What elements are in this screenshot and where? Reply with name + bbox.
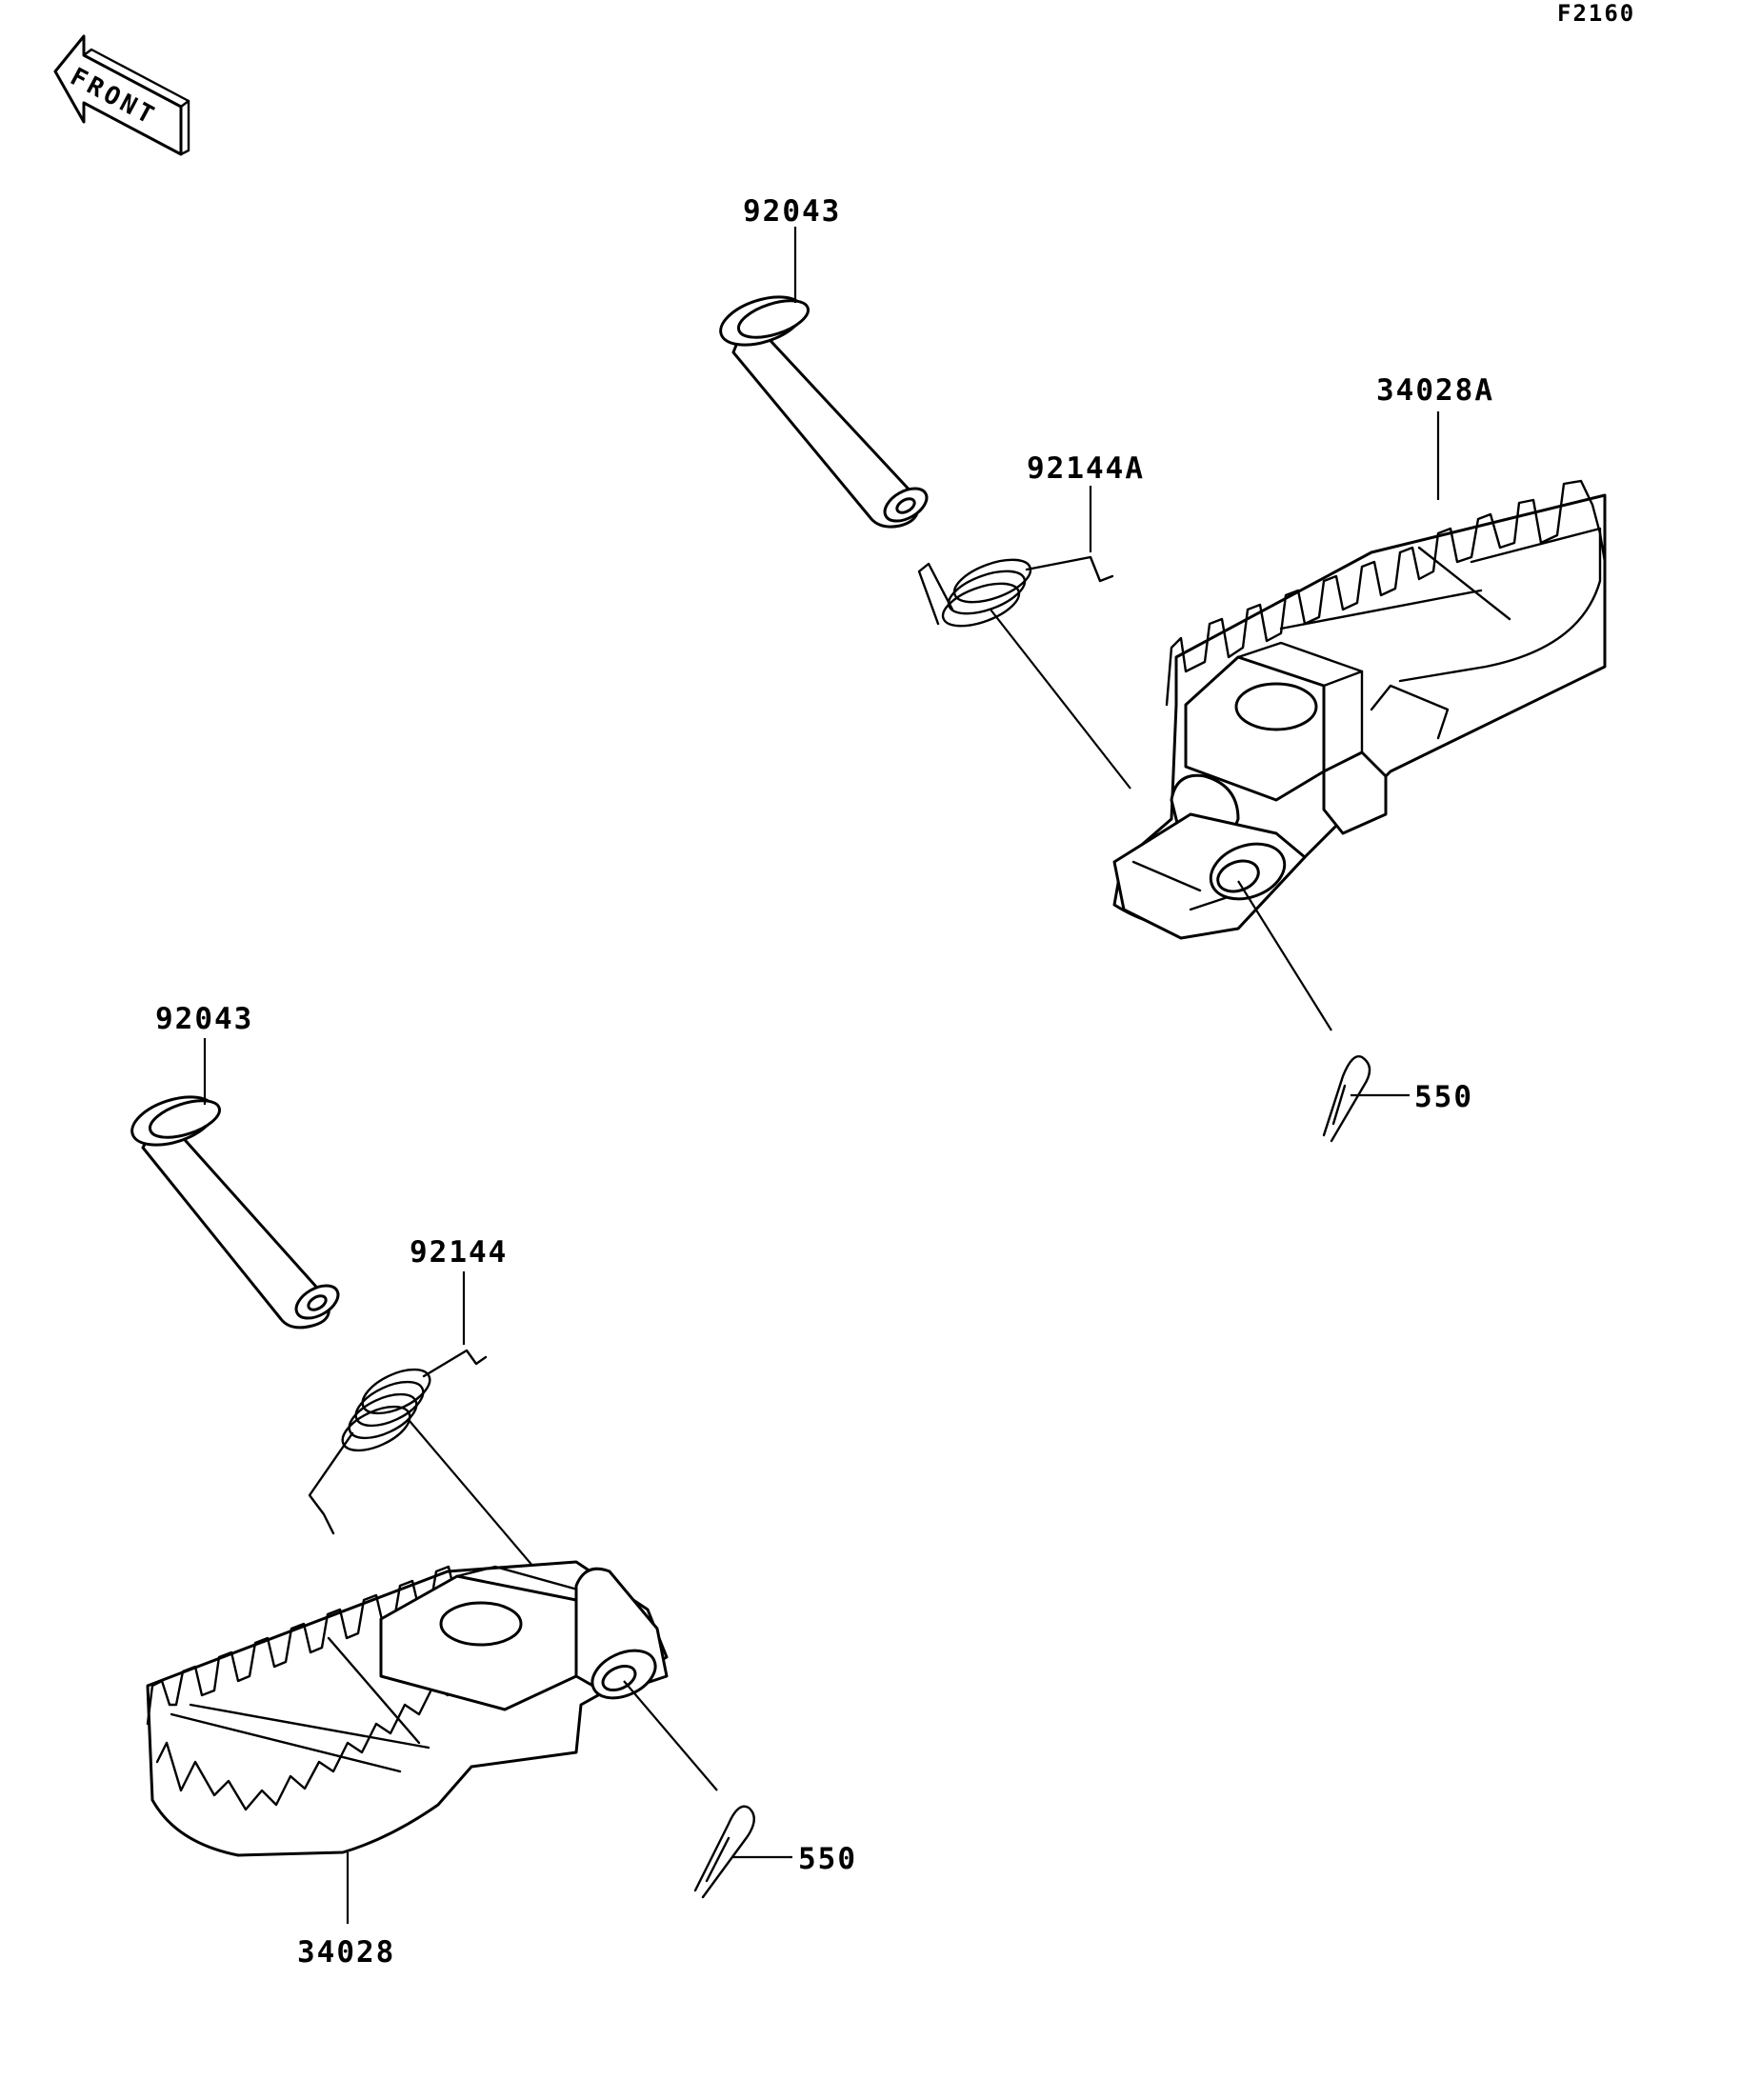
- callout-cotter-left: 550: [798, 1842, 857, 1876]
- footpeg-left: [146, 1560, 669, 1857]
- callout-pin-right: 92043: [743, 194, 841, 229]
- diagram-code: F2160: [1557, 0, 1635, 27]
- callout-footpeg-right: 34028A: [1376, 373, 1494, 408]
- pin-right: [719, 295, 929, 529]
- callout-footpeg-left: 34028: [297, 1935, 395, 1970]
- spring-right: [917, 555, 1114, 628]
- callout-pin-left: 92043: [155, 1002, 253, 1036]
- pin-left: [130, 1095, 340, 1330]
- spring-left: [308, 1349, 488, 1535]
- callout-spring-left: 92144: [410, 1235, 508, 1270]
- callout-cotter-right: 550: [1414, 1080, 1473, 1114]
- callout-spring-right: 92144A: [1027, 451, 1145, 486]
- front-arrow-icon: FRONT: [53, 34, 190, 156]
- cotter-pin-left: [693, 1805, 755, 1899]
- footpeg-right: [1112, 479, 1607, 940]
- cotter-pin-right: [1322, 1055, 1371, 1143]
